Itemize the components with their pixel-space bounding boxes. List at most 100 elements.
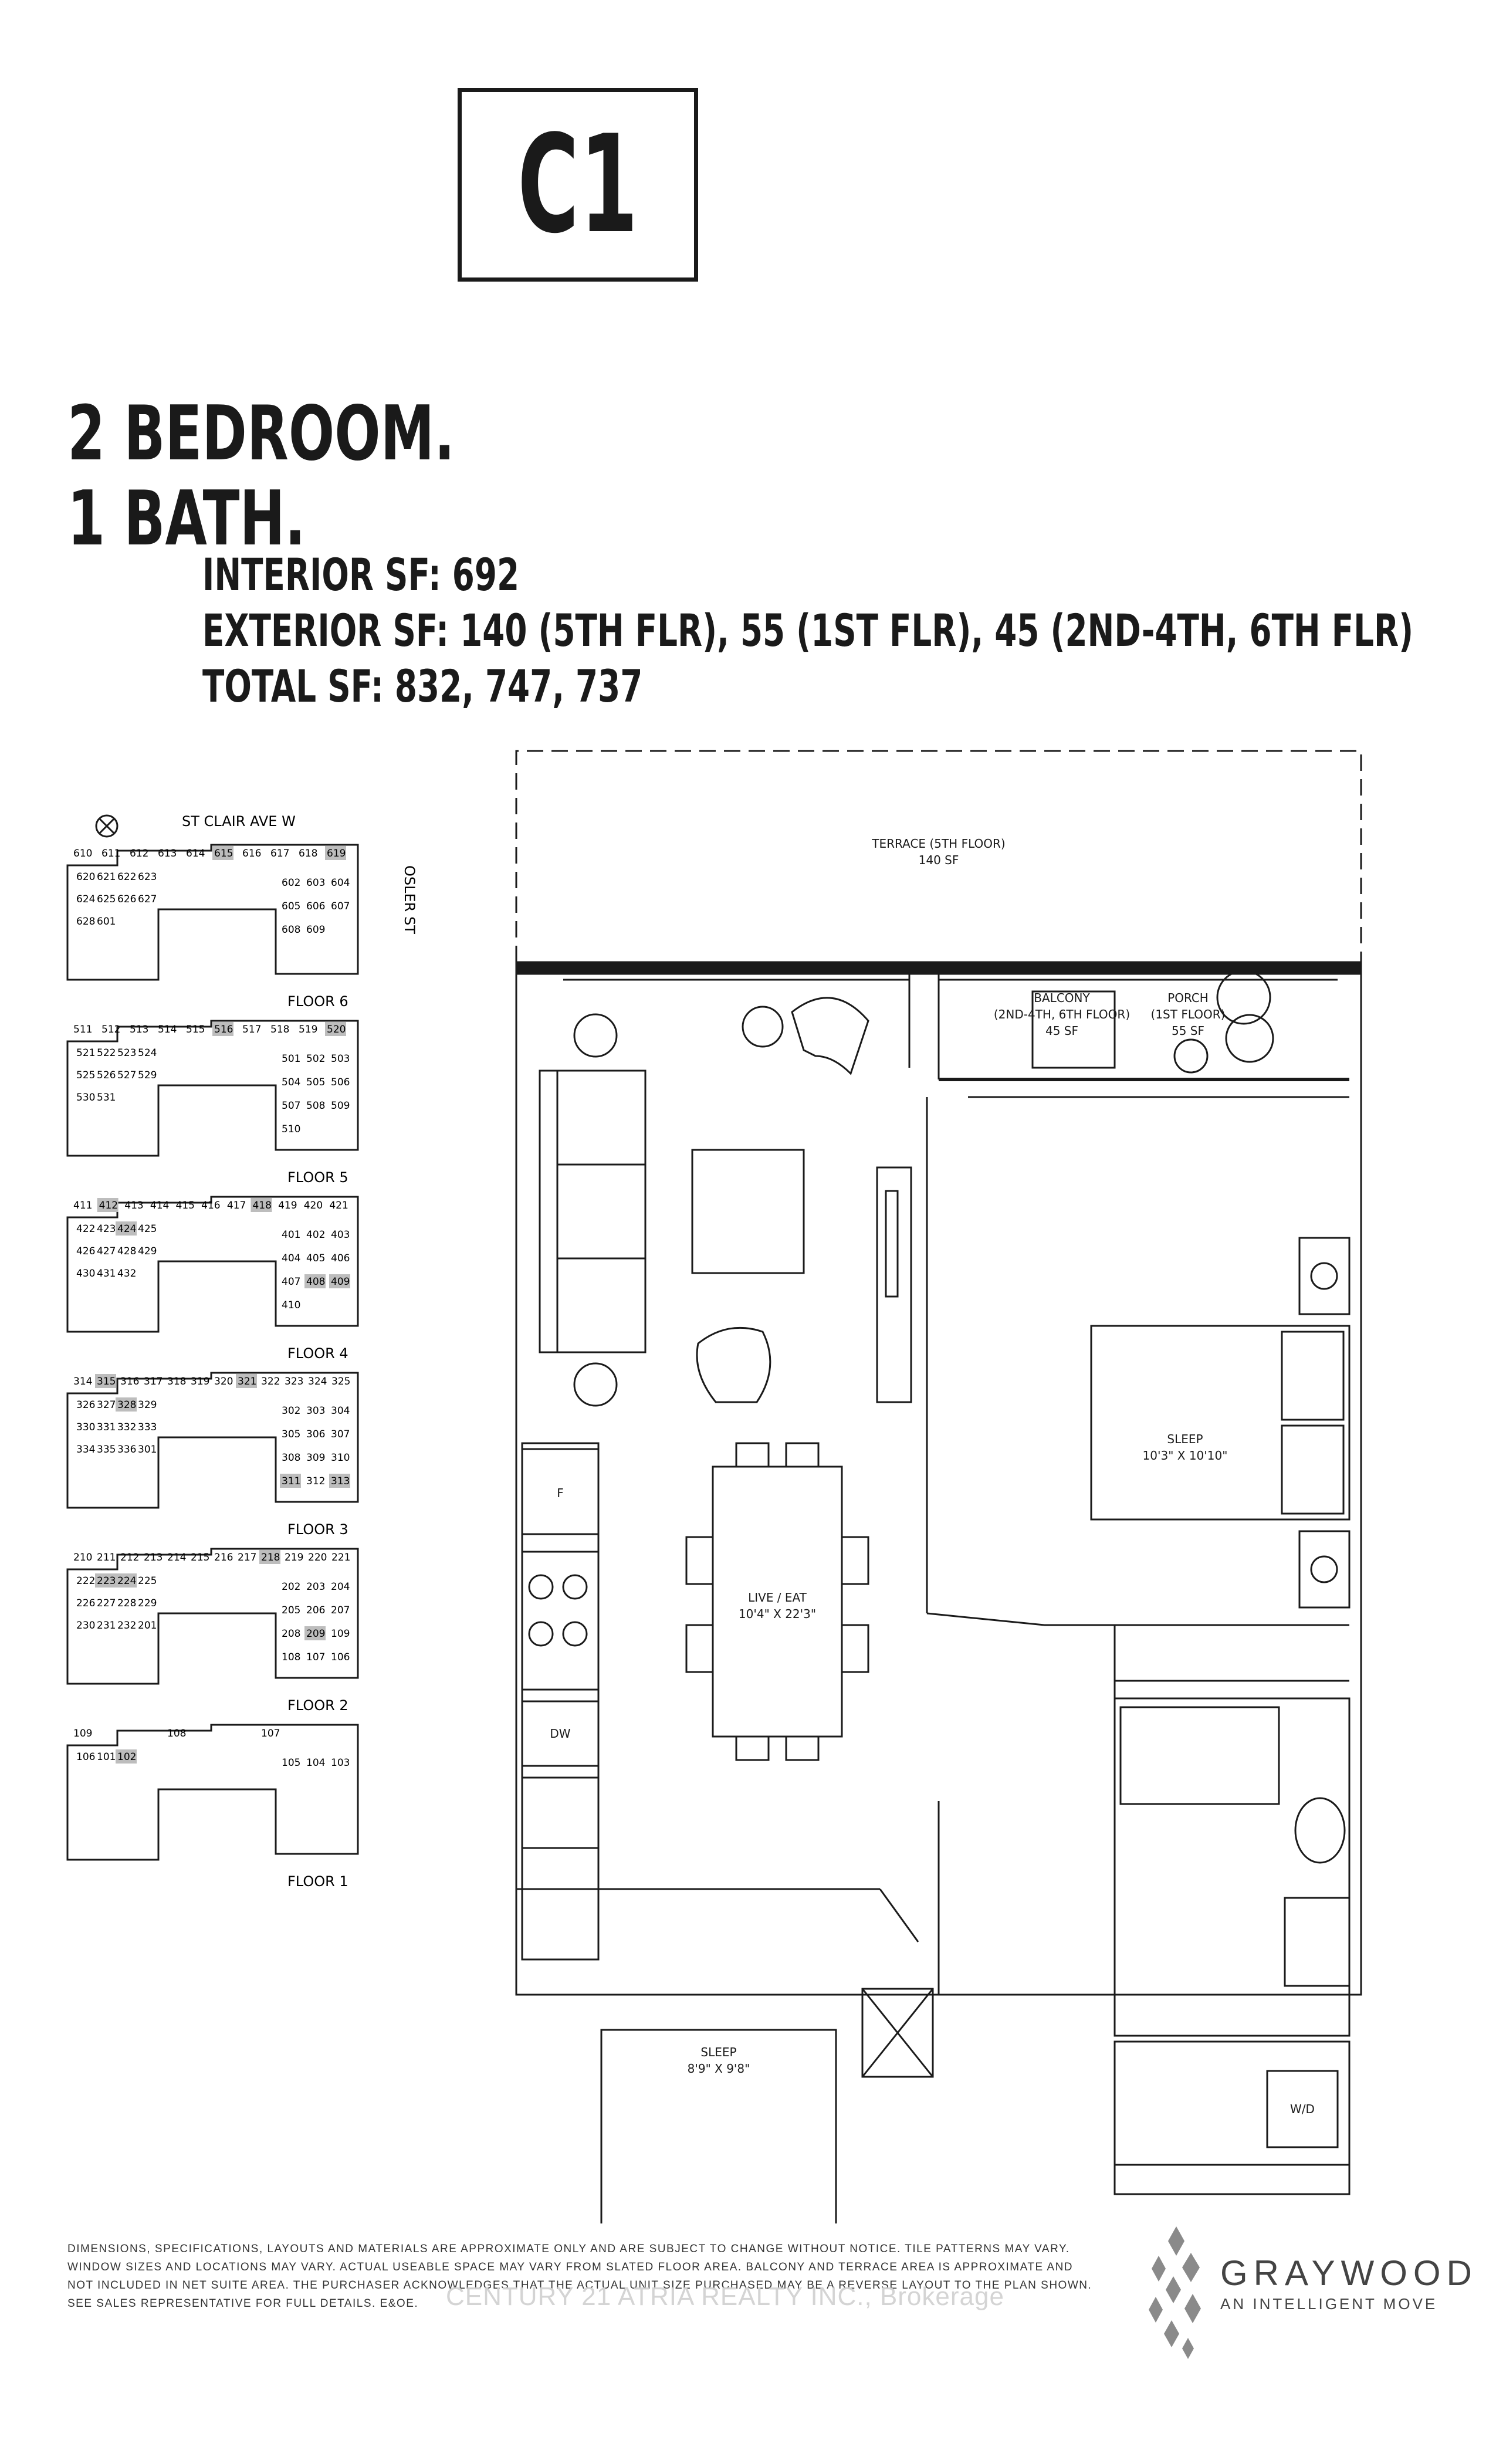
unit-number: 424 xyxy=(117,1223,136,1235)
unit-highlight xyxy=(251,1198,272,1212)
unit-number: 524 xyxy=(138,1047,157,1059)
floor-label: FLOOR 1 xyxy=(287,1873,348,1890)
unit-number: 501 xyxy=(282,1053,300,1065)
unit-number: 318 xyxy=(167,1376,186,1387)
second-bed xyxy=(600,2029,837,2223)
unit-number: 515 xyxy=(186,1024,205,1035)
unit-number: 614 xyxy=(186,848,205,859)
unit-number: 626 xyxy=(117,893,136,905)
balcony-label: BALCONY xyxy=(1034,991,1090,1005)
unit-number: 301 xyxy=(138,1444,157,1456)
unit-number: 523 xyxy=(117,1047,136,1059)
unit-number: 504 xyxy=(282,1077,300,1088)
unit-number: 215 xyxy=(191,1552,209,1563)
unit-number: 319 xyxy=(191,1376,209,1387)
fridge-label: F xyxy=(557,1486,564,1500)
unit-number: 218 xyxy=(261,1552,280,1563)
unit-number: 604 xyxy=(331,877,350,889)
unit-number: 307 xyxy=(331,1429,350,1440)
main-sleep-dims: 10'3" X 10'10" xyxy=(1143,1448,1228,1463)
unit-number: 335 xyxy=(97,1444,116,1456)
unit-number: 507 xyxy=(282,1100,300,1112)
unit-number: 401 xyxy=(282,1229,300,1241)
unit-highlight xyxy=(212,1022,233,1036)
unit-number: 202 xyxy=(282,1581,300,1593)
unit-number: 105 xyxy=(282,1757,300,1769)
live-eat-label: LIVE / EAT xyxy=(748,1590,807,1605)
unit-number: 511 xyxy=(73,1024,92,1035)
unit-number: 303 xyxy=(306,1405,325,1417)
unit-number: 331 xyxy=(97,1421,116,1433)
unit-number: 204 xyxy=(331,1581,350,1593)
graywood-logo-icon xyxy=(1149,2226,1201,2359)
dining-table xyxy=(712,1465,843,1738)
unit-number: 223 xyxy=(97,1575,116,1587)
unit-number: 314 xyxy=(73,1376,92,1387)
street-east-label: OSLER ST xyxy=(401,865,418,934)
unit-number: 313 xyxy=(331,1475,350,1487)
unit-highlight xyxy=(116,1397,137,1412)
unit-number: 409 xyxy=(331,1276,350,1288)
unit-number: 510 xyxy=(282,1123,300,1135)
unit-code-box: C1 xyxy=(458,88,698,282)
unit-number: 522 xyxy=(97,1047,116,1059)
unit-number: 329 xyxy=(138,1399,157,1411)
unit-number: 527 xyxy=(117,1069,136,1081)
unit-highlight xyxy=(304,1274,326,1288)
unit-number: 311 xyxy=(282,1475,300,1487)
unit-number: 428 xyxy=(117,1245,136,1257)
bedroom-heading: 2 BEDROOM. xyxy=(67,390,455,478)
unit-number: 208 xyxy=(282,1628,300,1640)
unit-number: 422 xyxy=(76,1223,95,1235)
unit-number: 427 xyxy=(97,1245,116,1257)
unit-number: 306 xyxy=(306,1429,325,1440)
unit-number: 205 xyxy=(282,1605,300,1616)
unit-highlight xyxy=(236,1374,257,1388)
unit-number: 521 xyxy=(76,1047,95,1059)
live-eat-dims: 10'4" X 22'3" xyxy=(739,1607,816,1621)
second-sleep-label: SLEEP xyxy=(700,2045,736,2059)
unit-number: 416 xyxy=(201,1200,220,1211)
unit-number: 321 xyxy=(238,1376,256,1387)
unit-number: 420 xyxy=(304,1200,323,1211)
washer-dryer-label: W/D xyxy=(1290,2102,1315,2116)
unit-number: 214 xyxy=(167,1552,186,1563)
unit-number: 410 xyxy=(282,1299,300,1311)
unit-highlight xyxy=(116,1573,137,1588)
unit-highlight xyxy=(325,846,346,860)
unit-number: 323 xyxy=(285,1376,303,1387)
unit-number: 415 xyxy=(176,1200,195,1211)
unit-number: 310 xyxy=(331,1452,350,1464)
unit-number: 305 xyxy=(282,1429,300,1440)
porch-floors: (1ST FLOOR) xyxy=(1151,1007,1226,1021)
unit-number: 503 xyxy=(331,1053,350,1065)
unit-number: 108 xyxy=(282,1651,300,1663)
unit-number: 624 xyxy=(76,893,95,905)
unit-number: 212 xyxy=(120,1552,139,1563)
unit-number: 405 xyxy=(306,1253,325,1264)
unit-code: C1 xyxy=(517,106,639,263)
unit-number: 402 xyxy=(306,1229,325,1241)
unit-number: 417 xyxy=(227,1200,246,1211)
unit-number: 513 xyxy=(130,1024,148,1035)
unit-number: 222 xyxy=(76,1575,95,1587)
unit-highlight xyxy=(329,1274,350,1288)
unit-number: 229 xyxy=(138,1597,157,1609)
unit-number: 108 xyxy=(167,1728,186,1739)
unit-number: 211 xyxy=(97,1552,116,1563)
unit-number: 601 xyxy=(97,916,116,928)
unit-number: 411 xyxy=(73,1200,92,1211)
unit-number: 231 xyxy=(97,1620,116,1632)
unit-number: 622 xyxy=(117,871,136,883)
unit-number: 406 xyxy=(331,1253,350,1264)
disclaimer: Dimensions, specifications, layouts and … xyxy=(67,2243,1092,2310)
unit-number: 610 xyxy=(73,848,92,859)
unit-number: 518 xyxy=(270,1024,289,1035)
main-bed xyxy=(1090,1325,1351,1521)
unit-number: 333 xyxy=(138,1421,157,1433)
unit-number: 309 xyxy=(306,1452,325,1464)
brand-name: GRAYWOOD xyxy=(1220,2253,1478,2293)
